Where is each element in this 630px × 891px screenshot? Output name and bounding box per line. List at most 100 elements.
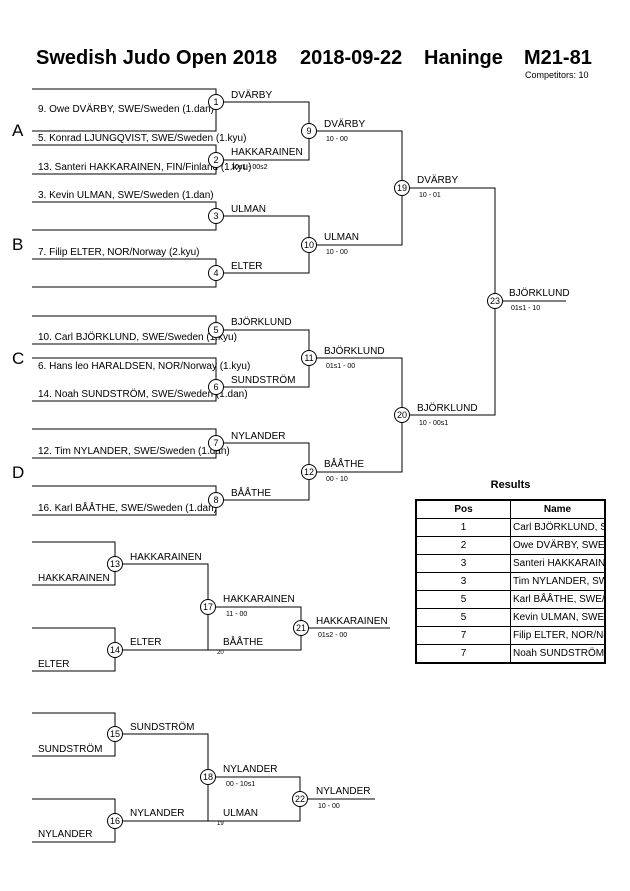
match-circle (200, 599, 216, 615)
match-circle (208, 208, 224, 224)
results-name: Kevin ULMAN, SWE/Sweden/Frövi ju (510, 608, 606, 627)
match-node: 2 (208, 152, 224, 168)
match-node: 12 (301, 464, 317, 480)
results-pos: 5 (415, 590, 511, 609)
match-score: 10s1 - 00s2 (231, 164, 268, 171)
pool-label-d: D (12, 463, 24, 482)
match-score: 00 - 10s1 (226, 781, 255, 788)
match-score: 01s1 - 10 (511, 305, 540, 312)
match-circle (200, 769, 216, 785)
match-circle (487, 293, 503, 309)
match-score: 11 - 00 (226, 611, 247, 618)
match-circle (107, 726, 123, 742)
match-node: 5 (208, 322, 224, 338)
match-number: 17 (203, 602, 213, 612)
match-score: 00 - 10 (326, 476, 348, 483)
match-node: 21 (293, 620, 309, 636)
match-node: 6 (208, 379, 224, 395)
competitor-entry: 3. Kevin ULMAN, SWE/Sweden (1.dan) (38, 190, 214, 201)
match-number: 11 (304, 353, 313, 363)
match-winner: NYLANDER (130, 808, 184, 819)
match-node: 23 (487, 293, 503, 309)
competitor-entry: 12. Tim NYLANDER, SWE/Sweden (1.dan) (38, 446, 230, 457)
match-node: 20 (394, 407, 410, 423)
match-node: 4 (208, 265, 224, 281)
match-circle (292, 791, 308, 807)
match-winner: BJÖRKLUND (417, 402, 478, 414)
match-winner: BJÖRKLUND (324, 345, 385, 357)
entries-layer: 9. Owe DVÄRBY, SWE/Sweden (1.dan) 5. Konr… (38, 103, 251, 840)
match-circle (208, 265, 224, 281)
repechage-entry: SUNDSTRÖM (38, 743, 102, 755)
match-score: 10 - 00 (326, 249, 348, 256)
event-venue: Haninge (424, 47, 503, 69)
match-circle (208, 435, 224, 451)
match-circle (208, 152, 224, 168)
results-name: Filip ELTER, NOR/Norway/Ippon ntg (510, 626, 606, 645)
match-node: 17 (200, 599, 216, 615)
match-circle (394, 407, 410, 423)
match-circle (208, 94, 224, 110)
match-circle (301, 237, 317, 253)
match-circle (394, 180, 410, 196)
repechage-entry: NYLANDER (38, 829, 92, 840)
competitor-entry: 5. Konrad LJUNGQVIST, SWE/Sweden (1.kyu) (38, 133, 246, 144)
match-winner: DVÄRBY (231, 89, 272, 101)
results-name: Noah SUNDSTRÖM, SWE/Sweden/K (510, 644, 606, 664)
match-circle (208, 379, 224, 395)
match-number: 10 (304, 240, 314, 250)
match-number: 4 (213, 268, 218, 278)
bronze-loser-source: 20 (217, 650, 224, 656)
match-score: 10 - 00 (326, 136, 348, 143)
match-number: 13 (110, 559, 120, 569)
results-pos: 7 (415, 626, 511, 645)
results-name: Carl BJÖRKLUND, SWE/Sweden/Bor (510, 518, 606, 537)
match-node: 3 (208, 208, 224, 224)
match-node: 8 (208, 492, 224, 508)
results-pos: 2 (415, 536, 511, 555)
match-node: 9 (301, 123, 317, 139)
results-name: Owe DVÄRBY, SWE/Sweden/Ånge (510, 536, 606, 555)
repechage-entry: ELTER (38, 659, 70, 670)
results-pos: 1 (415, 518, 511, 537)
weight-category: M21-81 (524, 47, 592, 69)
match-winner: ELTER (130, 637, 162, 648)
match-number: 19 (397, 183, 407, 193)
match-winner: ULMAN (231, 204, 266, 215)
match-winner: HAKKARAINEN (316, 616, 388, 627)
results-pos: 3 (415, 572, 511, 591)
match-circle (208, 492, 224, 508)
match-circle (301, 350, 317, 366)
pool-label-c: C (12, 349, 24, 368)
results-name: Karl BÅÅTHE, SWE/Sweden/IK Södr (510, 590, 606, 609)
match-number: 12 (304, 467, 314, 477)
pool-label-a: A (12, 121, 24, 140)
match-winner: NYLANDER (231, 431, 285, 442)
match-number: 18 (203, 772, 213, 782)
competitor-entry: 7. Filip ELTER, NOR/Norway (2.kyu) (38, 247, 200, 258)
match-node: 1 (208, 94, 224, 110)
results-header-name: Name (510, 499, 606, 519)
competitor-entry: 9. Owe DVÄRBY, SWE/Sweden (1.dan) (38, 103, 214, 115)
match-winner: HAKKARAINEN (231, 147, 303, 158)
match-number: 8 (213, 495, 218, 505)
match-number: 5 (213, 325, 218, 335)
match-number: 6 (213, 382, 218, 392)
pool-label-b: B (12, 235, 23, 254)
match-winner: ELTER (231, 261, 263, 272)
match-circle (301, 464, 317, 480)
match-number: 2 (213, 155, 218, 165)
match-number: 16 (110, 816, 120, 826)
match-winner: BÅÅTHE (324, 457, 364, 470)
results-header-row: Pos Name (415, 499, 606, 519)
competitor-count: Competitors: 10 (525, 70, 589, 80)
match-circle (293, 620, 309, 636)
match-number: 22 (295, 794, 305, 804)
